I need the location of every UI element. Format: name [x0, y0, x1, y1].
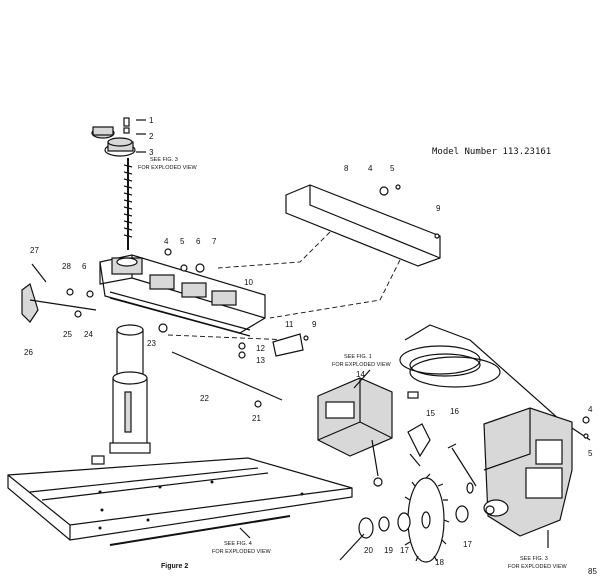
callout-12: 12 — [256, 344, 265, 353]
see-fig-4-line1: SEE FIG. 4 — [224, 541, 252, 547]
callout-4a: 4 — [164, 237, 169, 246]
callout-26: 26 — [24, 348, 33, 357]
see-fig-4-line2: FOR EXPLODED VIEW — [212, 549, 271, 555]
callout-7: 7 — [212, 237, 217, 246]
see-fig-3-motor-line2: FOR EXPLODED VIEW — [508, 564, 567, 570]
callout-18: 18 — [435, 558, 444, 567]
callout-24: 24 — [84, 330, 93, 339]
callout-6a: 6 — [196, 237, 201, 246]
callout-23: 23 — [147, 339, 156, 348]
assembly-line-rod — [167, 334, 291, 341]
assembly-line-cover-right — [269, 259, 401, 319]
callout-6b: 6 — [82, 262, 87, 271]
callout-20: 20 — [364, 546, 373, 555]
model-number: Model Number 113.23161 — [432, 147, 551, 157]
figure-caption: Figure 2 — [161, 563, 188, 570]
work-table — [7, 455, 353, 546]
callout-8: 8 — [344, 164, 349, 173]
callout-9a: 9 — [436, 204, 441, 213]
arm-hardware — [86, 248, 309, 359]
arm-cover — [285, 184, 441, 267]
callout-5c: 5 — [588, 449, 593, 458]
callout-2: 2 — [149, 132, 154, 141]
callout-10: 10 — [244, 278, 253, 287]
callout-4c: 4 — [588, 405, 593, 414]
callout-5a: 5 — [180, 237, 185, 246]
carriage-assembly — [317, 377, 393, 487]
yoke-handle — [407, 423, 431, 467]
leader-carriage — [353, 369, 371, 389]
threaded-shaft — [123, 164, 133, 238]
saw-blade — [403, 473, 450, 563]
callout-17a: 17 — [463, 540, 472, 549]
callout-14: 14 — [356, 370, 365, 379]
see-fig-1-line2: FOR EXPLODED VIEW — [332, 362, 391, 368]
callout-28: 28 — [62, 262, 71, 271]
callout-3: 3 — [149, 148, 154, 157]
see-fig-3-motor-line1: SEE FIG. 3 — [520, 556, 548, 562]
callout-16: 16 — [450, 407, 459, 416]
callout-19: 19 — [384, 546, 393, 555]
arm-lock-handle — [21, 263, 97, 323]
callout-13: 13 — [256, 356, 265, 365]
see-fig-1-line1: SEE FIG. 1 — [344, 354, 372, 360]
wrench — [447, 443, 477, 487]
blade-washers — [339, 505, 469, 561]
callout-25: 25 — [63, 330, 72, 339]
callout-9b: 9 — [312, 320, 317, 329]
callout-1: 1 — [149, 116, 154, 125]
callout-5b: 5 — [390, 164, 395, 173]
leader-table — [239, 527, 251, 539]
callout-11: 11 — [285, 320, 294, 329]
callout-15: 15 — [426, 409, 435, 418]
callout-27: 27 — [30, 246, 39, 255]
radial-arm — [99, 254, 266, 337]
callout-4b: 4 — [368, 164, 373, 173]
assembly-line-cover — [217, 231, 331, 269]
callout-21: 21 — [252, 414, 261, 423]
page-number: 85 — [588, 567, 597, 576]
callout-labels: 1 2 3 4 5 6 7 8 4 5 9 10 11 9 12 13 14 1… — [24, 116, 593, 567]
see-fig-3-top-line1: SEE FIG. 3 — [150, 157, 178, 163]
callout-17b: 17 — [400, 546, 409, 555]
callout-22: 22 — [200, 394, 209, 403]
elevation-crank-assembly — [91, 117, 146, 250]
see-fig-3-top-line2: FOR EXPLODED VIEW — [138, 165, 197, 171]
motor-assembly — [483, 407, 590, 537]
rod — [171, 351, 283, 401]
column — [109, 324, 151, 454]
